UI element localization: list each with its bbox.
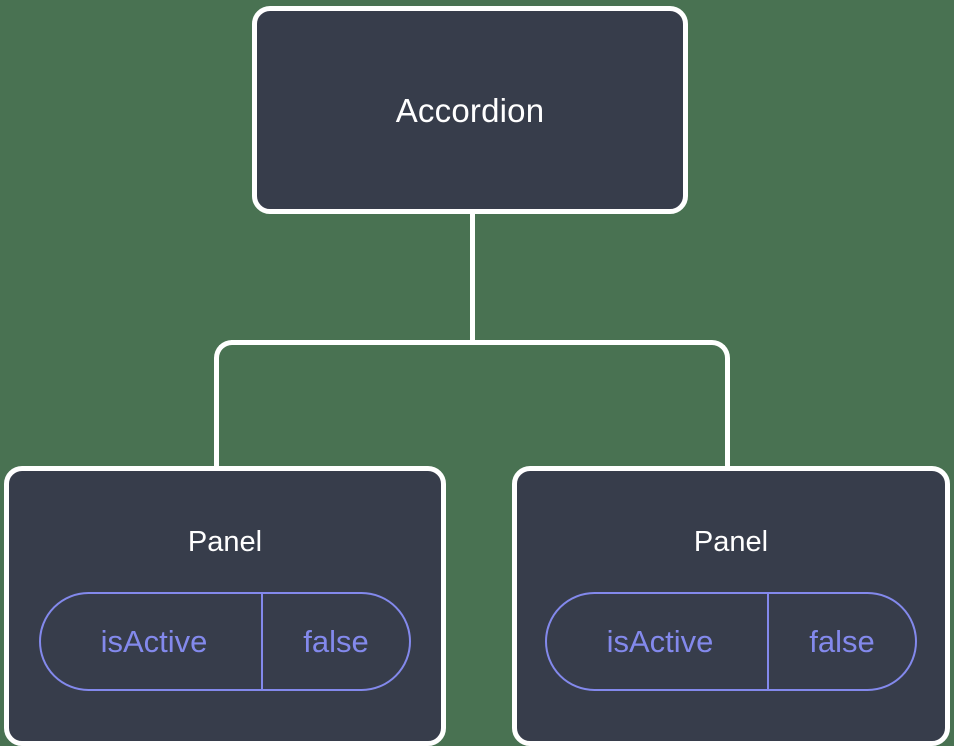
node-accordion-label: Accordion: [395, 91, 545, 129]
edge-horizontal-bus: [231, 340, 712, 345]
prop-key-isactive-right: isActive: [547, 594, 769, 689]
prop-pill-left[interactable]: isActive false: [39, 592, 411, 691]
prop-value-isactive-right: false: [809, 624, 875, 659]
node-panel-left-label: Panel: [187, 526, 263, 558]
node-panel-right[interactable]: Panel isActive false: [512, 466, 950, 746]
prop-pill-right[interactable]: isActive false: [545, 592, 917, 691]
prop-value-isactive-left: false: [303, 624, 369, 659]
prop-key-isactive-left: isActive: [41, 594, 263, 689]
edge-bus-to-panel-right: [725, 358, 730, 472]
edge-elbow-right: [710, 340, 730, 360]
edge-elbow-left: [214, 340, 234, 360]
node-panel-left[interactable]: Panel isActive false: [4, 466, 446, 746]
node-panel-right-label: Panel: [693, 526, 769, 558]
node-accordion[interactable]: Accordion: [252, 6, 688, 214]
edge-root-to-bus: [470, 212, 475, 343]
edge-bus-to-panel-left: [214, 358, 219, 472]
